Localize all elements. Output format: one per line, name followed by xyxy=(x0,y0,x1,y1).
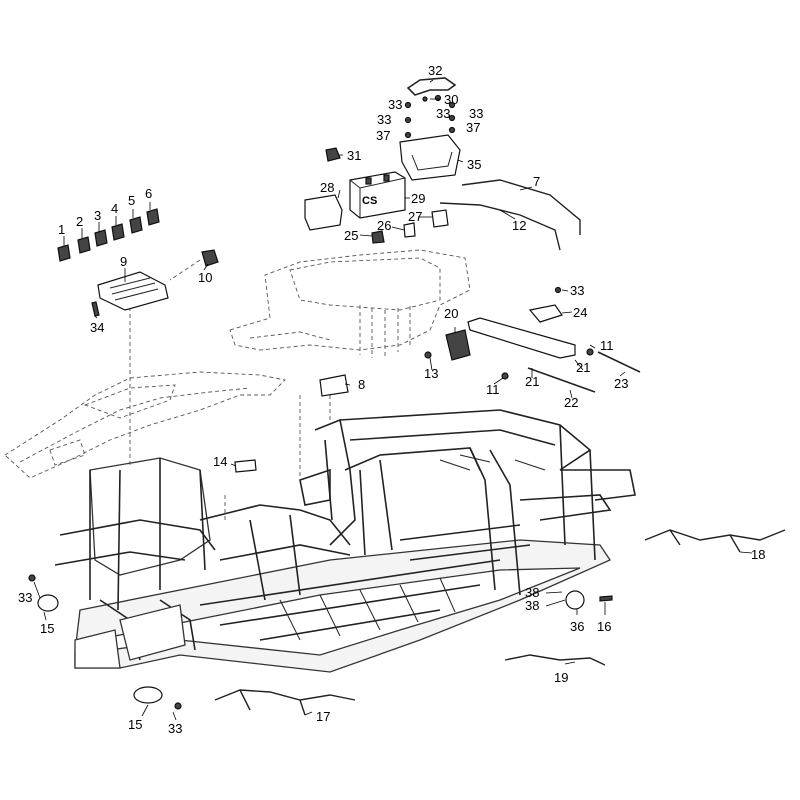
washer-30 xyxy=(422,96,428,102)
callout-16: 16 xyxy=(597,619,611,634)
part-34 xyxy=(91,301,100,317)
part-10 xyxy=(201,249,219,267)
callout-26: 26 xyxy=(377,218,391,233)
callout-10: 10 xyxy=(198,270,212,285)
part-15-upper xyxy=(37,594,59,612)
part-8-module xyxy=(319,374,349,397)
callout-24: 24 xyxy=(573,305,587,320)
callout-37-right: 37 xyxy=(466,120,480,135)
battery-box xyxy=(399,134,461,181)
callout-32: 32 xyxy=(428,63,442,78)
callout-29: 29 xyxy=(411,191,425,206)
callout-33-bottom: 33 xyxy=(168,721,182,736)
callout-33-bracket: 33 xyxy=(570,283,584,298)
callout-33-box-c: 33 xyxy=(436,106,450,121)
harness-18 xyxy=(644,529,786,553)
part-27 xyxy=(431,209,449,228)
rod-23 xyxy=(597,351,641,373)
part-16 xyxy=(599,595,613,602)
callout-2: 2 xyxy=(76,214,83,229)
callout-25: 25 xyxy=(344,228,358,243)
callout-38-upper: 38 xyxy=(525,585,539,600)
callout-21-left: 21 xyxy=(525,374,539,389)
callout-22: 22 xyxy=(564,395,578,410)
rear-box-outline xyxy=(229,249,471,358)
part-28-module xyxy=(304,194,343,231)
bracket-24 xyxy=(528,304,563,323)
callout-18: 18 xyxy=(751,547,765,562)
callout-15-upper: 15 xyxy=(40,621,54,636)
callout-12: 12 xyxy=(512,218,526,233)
callout-35: 35 xyxy=(467,157,481,172)
callout-33-box-d: 33 xyxy=(469,106,483,121)
part-callouts: 1 2 3 4 5 6 7 8 9 10 11 11 12 13 14 15 1… xyxy=(18,63,765,736)
callout-33-box-a: 33 xyxy=(388,97,402,112)
callout-11-right: 11 xyxy=(600,338,614,353)
callout-23: 23 xyxy=(614,376,628,391)
callout-36: 36 xyxy=(570,619,584,634)
assembly-guide-lines xyxy=(129,259,331,520)
strap-32 xyxy=(406,77,457,96)
callout-7: 7 xyxy=(533,174,540,189)
screw-13 xyxy=(424,351,432,359)
callout-3: 3 xyxy=(94,208,101,223)
floor-pan-outline xyxy=(4,371,286,479)
part-15-lower xyxy=(133,686,163,704)
callout-27: 27 xyxy=(408,209,422,224)
callout-8: 8 xyxy=(358,377,365,392)
screw-33-bottom xyxy=(174,702,182,710)
callout-34: 34 xyxy=(90,320,104,335)
callout-13: 13 xyxy=(424,366,438,381)
callout-20: 20 xyxy=(444,306,458,321)
callout-19: 19 xyxy=(554,670,568,685)
callout-15-lower: 15 xyxy=(128,717,142,732)
callout-11-left: 11 xyxy=(486,382,500,397)
callout-33-box-b: 33 xyxy=(377,112,391,127)
leader-lines xyxy=(33,79,753,721)
callout-4: 4 xyxy=(111,201,118,216)
callout-17: 17 xyxy=(316,709,330,724)
switch-parts-1-6 xyxy=(57,208,160,262)
callout-33-left: 33 xyxy=(18,590,32,605)
cable-7 xyxy=(461,179,581,235)
callout-37-left: 37 xyxy=(376,128,390,143)
callout-21-right: 21 xyxy=(576,360,590,375)
callout-5: 5 xyxy=(128,193,135,208)
callout-38-lower: 38 xyxy=(525,598,539,613)
battery: CS xyxy=(349,171,406,219)
callout-28: 28 xyxy=(320,180,334,195)
callout-30: 30 xyxy=(444,92,458,107)
callout-31: 31 xyxy=(347,148,361,163)
part-31 xyxy=(325,147,341,162)
rod-22 xyxy=(527,367,596,393)
callout-6: 6 xyxy=(145,186,152,201)
part-14 xyxy=(234,459,257,473)
screw-33-left xyxy=(28,574,36,582)
part-20 xyxy=(445,329,471,361)
rail-21 xyxy=(467,317,576,359)
screw-11b xyxy=(501,372,509,380)
callout-1: 1 xyxy=(58,222,65,237)
screw-33-24 xyxy=(554,286,562,294)
part-25 xyxy=(371,230,385,244)
callout-14: 14 xyxy=(213,454,227,469)
screw-11a xyxy=(586,348,594,356)
part-36 xyxy=(565,590,585,610)
panel-9 xyxy=(97,271,169,311)
main-chassis-frame xyxy=(54,409,636,673)
callout-9: 9 xyxy=(120,254,127,269)
cable-12 xyxy=(439,202,561,251)
battery-label: CS xyxy=(362,195,377,207)
part-26 xyxy=(403,222,416,238)
harness-19 xyxy=(504,654,606,666)
harness-17 xyxy=(214,689,356,716)
